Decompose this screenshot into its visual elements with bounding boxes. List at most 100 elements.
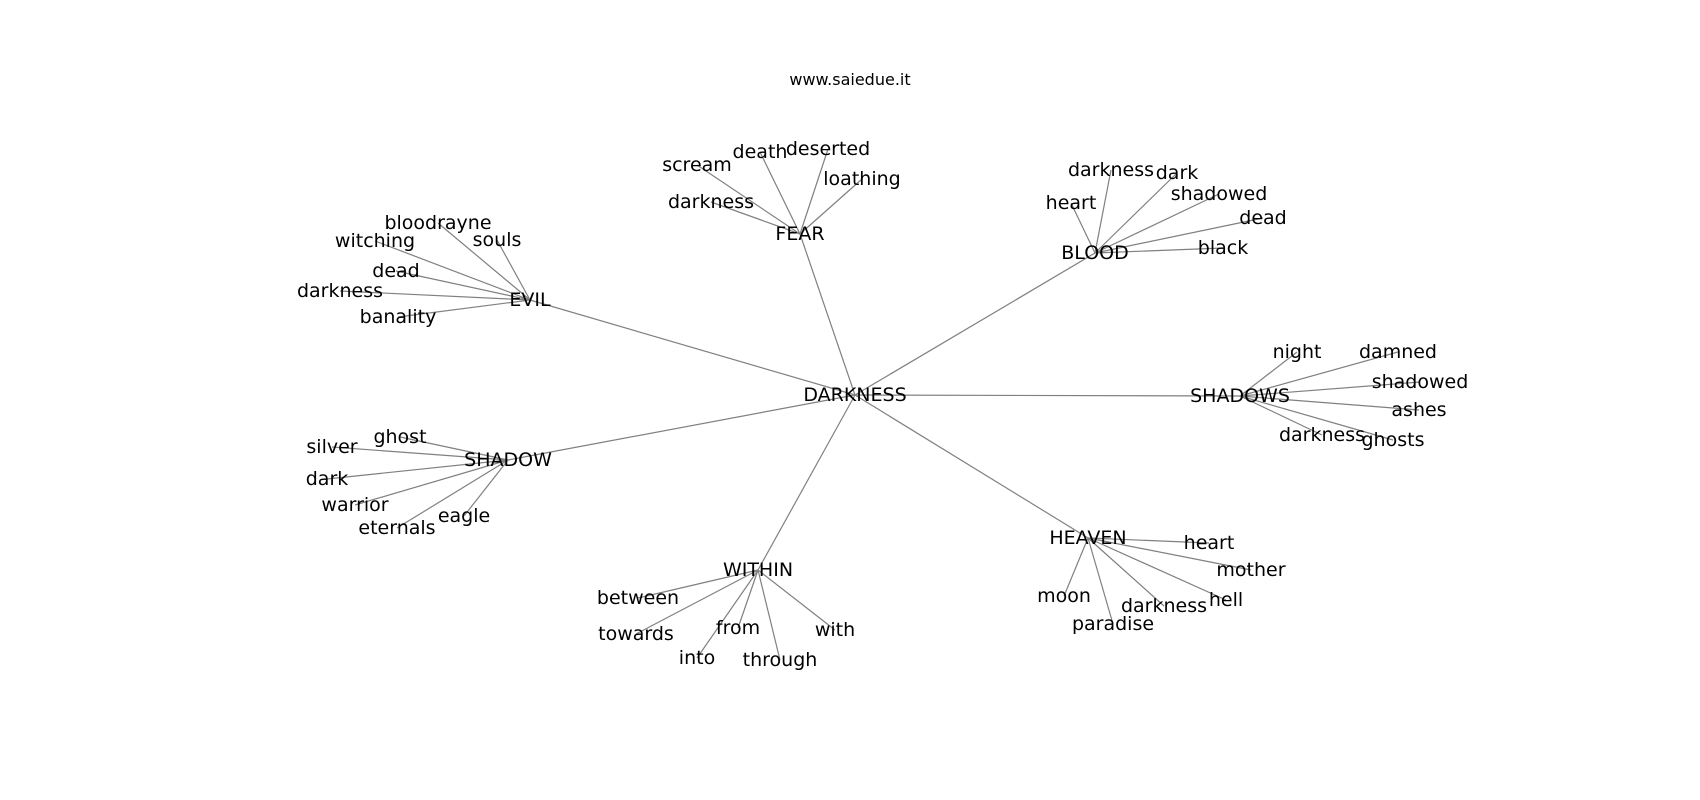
edge-root-evil bbox=[529, 299, 856, 396]
edge-shadows-ghosts bbox=[1239, 395, 1394, 441]
edge-root-blood bbox=[854, 252, 1096, 396]
leaf-node: heart bbox=[1046, 192, 1097, 214]
leaf-node: bloodrayne bbox=[384, 212, 491, 234]
edge-heaven-mother bbox=[1087, 537, 1252, 571]
edge-within-from bbox=[737, 569, 759, 629]
edge-within-through bbox=[757, 569, 781, 661]
edge-blood-heart bbox=[1070, 202, 1096, 254]
leaf-node: loathing bbox=[823, 168, 900, 190]
leaf-node: shadowed bbox=[1372, 371, 1469, 393]
edge-shadows-damned bbox=[1239, 351, 1399, 397]
edge-heaven-paradise bbox=[1087, 537, 1114, 625]
edge-root-shadow bbox=[507, 394, 856, 461]
leaf-node: eternals bbox=[358, 517, 435, 539]
edge-root-heaven bbox=[854, 394, 1089, 539]
hub-node-heaven: HEAVEN bbox=[1049, 527, 1126, 549]
leaf-node: dark bbox=[1156, 162, 1199, 184]
hub-node-shadow: SHADOW bbox=[464, 449, 552, 471]
leaf-node: through bbox=[743, 649, 818, 671]
leaf-node: warrior bbox=[321, 494, 388, 516]
edge-shadow-ghost bbox=[399, 436, 509, 461]
leaf-node: darkness bbox=[1068, 159, 1154, 181]
leaf-node: heart bbox=[1184, 532, 1235, 554]
leaf-node: moon bbox=[1037, 585, 1091, 607]
hub-node-shadows: SHADOWS bbox=[1190, 385, 1290, 407]
edge-fear-loathing bbox=[799, 178, 863, 235]
edge-root-shadows bbox=[854, 394, 1241, 397]
leaf-node: from bbox=[716, 617, 760, 639]
edge-evil-souls bbox=[496, 239, 531, 301]
edges bbox=[326, 148, 1421, 661]
leaf-node: darkness bbox=[297, 280, 383, 302]
edge-shadows-darkness bbox=[1239, 395, 1323, 436]
leaf-node: towards bbox=[598, 623, 674, 645]
edge-evil-bloodrayne bbox=[437, 222, 531, 301]
leaf-node: damned bbox=[1359, 341, 1437, 363]
edge-fear-darkness bbox=[710, 201, 801, 235]
leaf-node: paradise bbox=[1072, 613, 1154, 635]
leaf-node: darkness bbox=[1121, 595, 1207, 617]
hub-node-within: WITHIN bbox=[723, 559, 793, 581]
edge-shadows-shadowed bbox=[1239, 381, 1421, 397]
edge-heaven-hell bbox=[1087, 537, 1227, 601]
leaf-node: scream bbox=[662, 154, 732, 176]
edge-heaven-heart bbox=[1087, 537, 1210, 544]
edge-shadow-silver bbox=[331, 446, 509, 461]
edge-within-between bbox=[637, 569, 759, 599]
leaf-node: souls bbox=[473, 229, 522, 251]
edge-fear-death bbox=[759, 151, 801, 235]
edge-fear-scream bbox=[696, 164, 801, 235]
leaf-node: darkness bbox=[668, 191, 754, 213]
edge-fear-deserted bbox=[799, 148, 829, 235]
leaf-node: into bbox=[679, 647, 715, 669]
edge-blood-dark bbox=[1094, 172, 1178, 254]
edge-shadows-night bbox=[1239, 351, 1298, 397]
edge-within-with bbox=[757, 569, 836, 631]
edge-root-within bbox=[757, 394, 856, 571]
hub-node-fear: FEAR bbox=[775, 223, 824, 245]
leaf-node: night bbox=[1273, 341, 1322, 363]
node-root: DARKNESS bbox=[803, 384, 906, 406]
edge-evil-darkness bbox=[339, 290, 531, 301]
edge-shadow-eternals bbox=[396, 459, 509, 529]
page-title: www.saiedue.it bbox=[789, 70, 911, 89]
edge-heaven-moon bbox=[1063, 537, 1089, 597]
edge-blood-dead bbox=[1094, 217, 1264, 254]
edge-evil-witching bbox=[374, 240, 531, 301]
leaf-node: silver bbox=[306, 436, 357, 458]
leaf-node: ghosts bbox=[1362, 429, 1425, 451]
leaf-node: deserted bbox=[786, 138, 870, 160]
edge-shadows-ashes bbox=[1239, 395, 1420, 411]
edge-within-towards bbox=[635, 569, 759, 635]
leaf-node: witching bbox=[335, 230, 415, 252]
leaf-node: ghost bbox=[373, 426, 426, 448]
leaf-node: with bbox=[815, 619, 855, 641]
edge-shadow-warrior bbox=[354, 459, 509, 506]
leaf-node: hell bbox=[1209, 589, 1243, 611]
leaf-node: eagle bbox=[438, 505, 490, 527]
leaf-node: darkness bbox=[1279, 424, 1365, 446]
edge-blood-shadowed bbox=[1094, 193, 1220, 254]
edge-blood-darkness bbox=[1094, 169, 1112, 254]
edge-shadow-eagle bbox=[463, 459, 509, 517]
edge-heaven-darkness bbox=[1087, 537, 1165, 607]
edge-root-fear bbox=[799, 233, 856, 396]
leaf-node: shadowed bbox=[1171, 183, 1268, 205]
hub-node-blood: BLOOD bbox=[1061, 242, 1128, 264]
edge-evil-banality bbox=[397, 299, 531, 318]
leaf-node: mother bbox=[1216, 559, 1285, 581]
leaf-node: dead bbox=[1239, 207, 1286, 229]
edge-blood-black bbox=[1094, 247, 1224, 254]
leaf-node: dead bbox=[372, 260, 419, 282]
edge-shadow-dark bbox=[326, 459, 509, 480]
hub-node-evil: EVIL bbox=[509, 289, 551, 311]
leaf-node: banality bbox=[360, 306, 437, 328]
edge-evil-dead bbox=[395, 270, 531, 301]
leaf-node: ashes bbox=[1391, 399, 1446, 421]
edge-within-into bbox=[696, 569, 759, 659]
leaf-node: death bbox=[733, 141, 788, 163]
leaf-node: between bbox=[597, 587, 679, 609]
leaf-node: black bbox=[1198, 237, 1248, 259]
